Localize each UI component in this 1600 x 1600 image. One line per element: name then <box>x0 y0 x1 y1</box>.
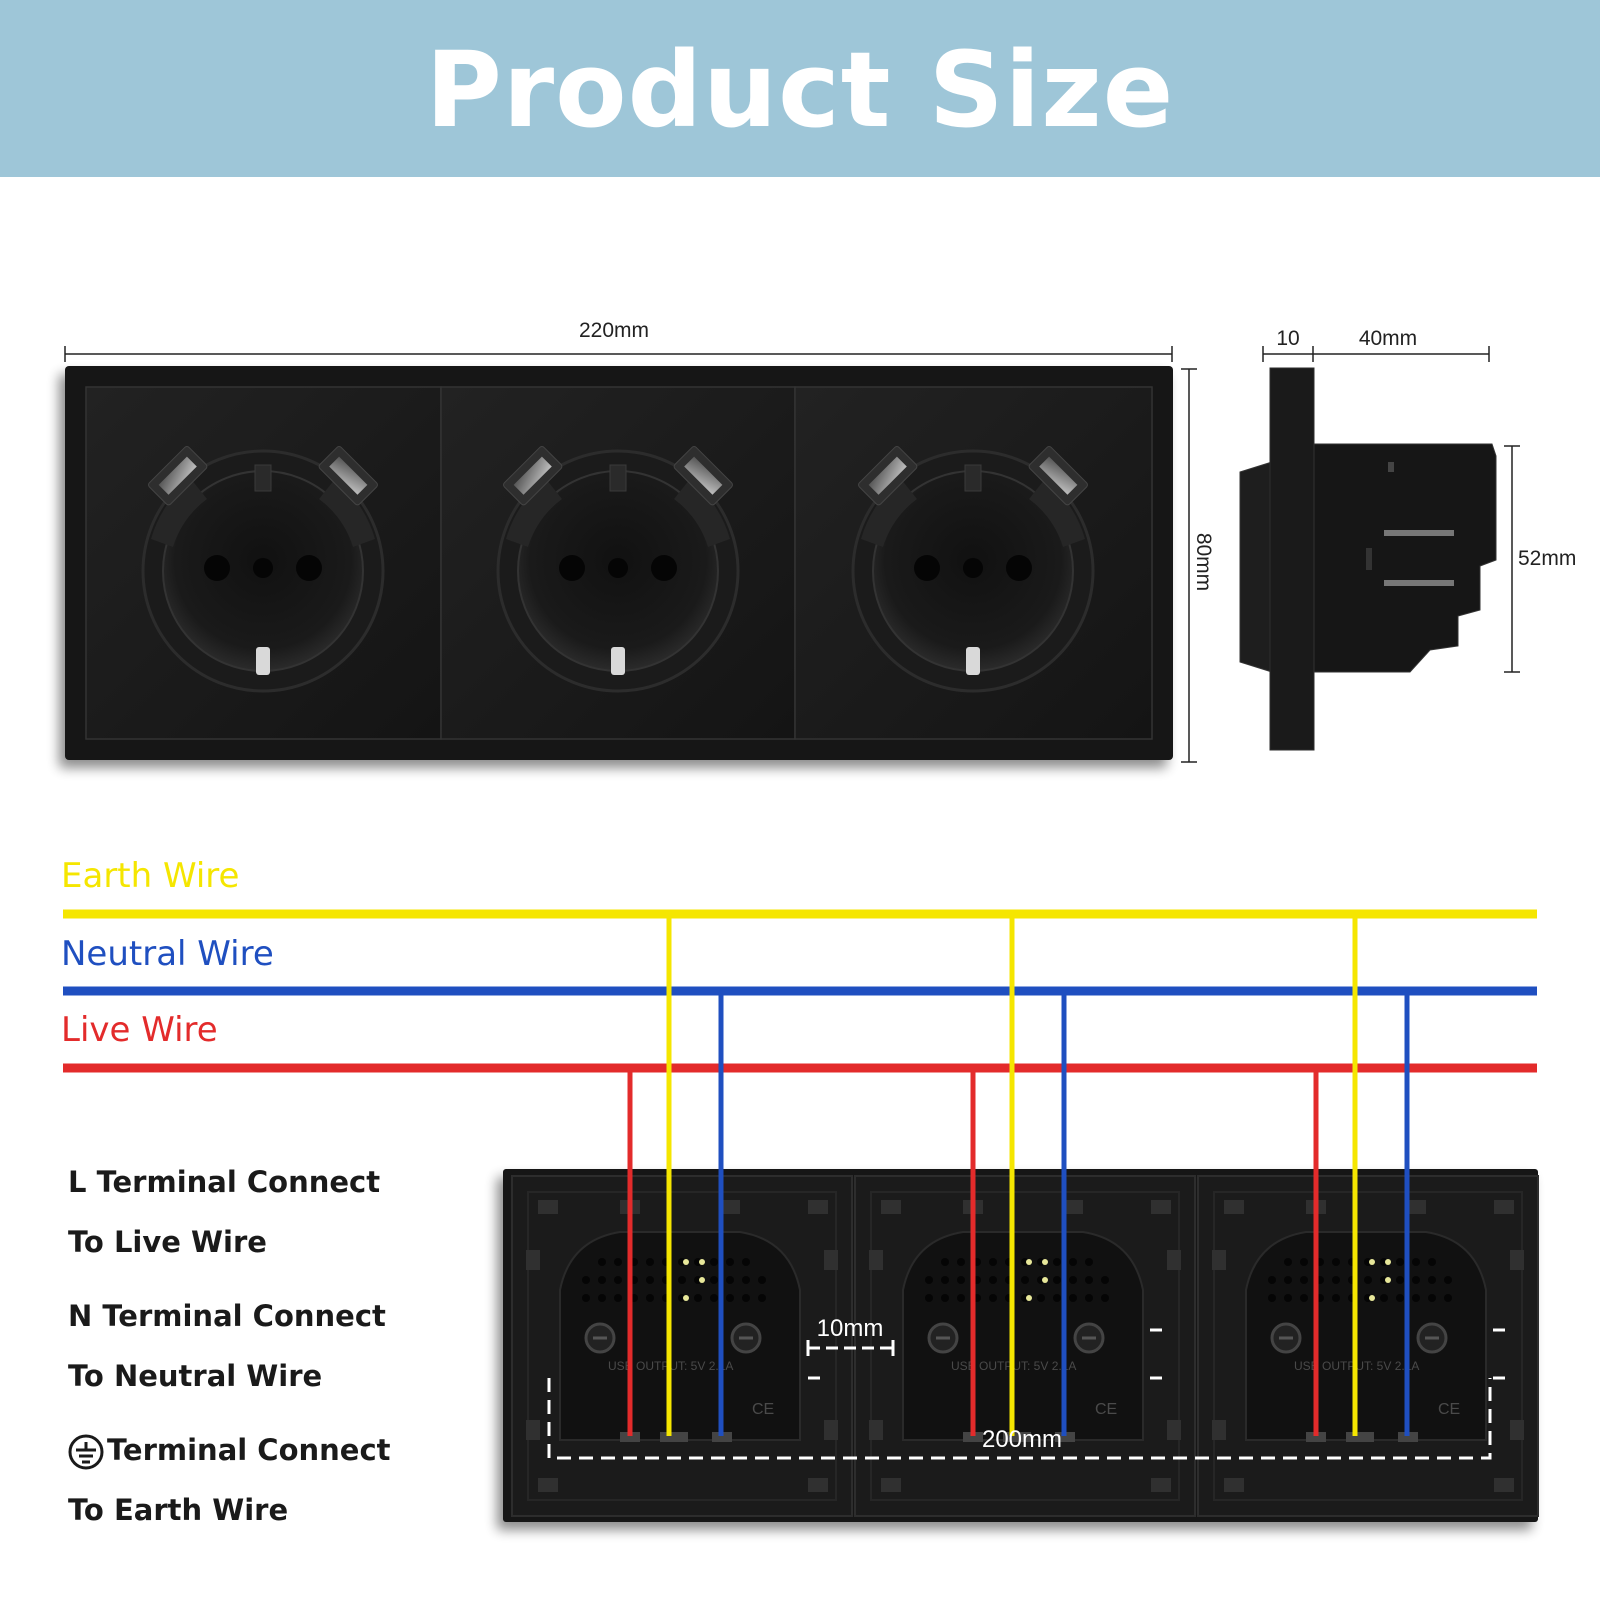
body-depth-label: 40mm <box>1359 327 1417 350</box>
ce-mark-3: CE <box>1438 1401 1460 1418</box>
back-module-1 <box>511 1175 853 1517</box>
body-height-dimension: 52mm <box>1504 445 1576 673</box>
earth-wire-label: Earth Wire <box>61 856 240 896</box>
body-height-label: 52mm <box>1518 547 1576 570</box>
earth-ground-icon <box>68 1434 104 1470</box>
drop-wires <box>627 914 1410 1436</box>
title-banner: Product Size <box>0 0 1600 177</box>
socket-1 <box>141 446 385 693</box>
back-dimensions: 10mm 200mm <box>547 1315 1505 1460</box>
plate-depth-label: 10 <box>1276 327 1299 350</box>
socket-3 <box>851 443 1095 693</box>
gap-label: 10mm <box>817 1315 884 1342</box>
e-terminal-line2: To Earth Wire <box>68 1493 289 1527</box>
wire-buses <box>63 909 1537 1073</box>
back-module-3 <box>1196 1174 1540 1518</box>
e-terminal-line1: Terminal Connect <box>107 1433 391 1467</box>
l-terminal-line2: To Live Wire <box>68 1225 267 1259</box>
width-dimension: 220mm <box>64 319 1173 362</box>
n-terminal-line2: To Neutral Wire <box>68 1359 323 1393</box>
back-printed-labels: USB OUTPUT: 5V 2.1A USB OUTPUT: 5V 2.1A … <box>608 1359 1460 1418</box>
neutral-wire-label: Neutral Wire <box>61 934 274 974</box>
ce-mark-1: CE <box>752 1401 774 1418</box>
side-view <box>1239 367 1497 751</box>
live-wire-label: Live Wire <box>61 1010 218 1050</box>
height-label: 80mm <box>1192 533 1215 591</box>
page-title: Product Size <box>425 29 1175 151</box>
n-terminal-line1: N Terminal Connect <box>68 1299 386 1333</box>
span-label: 200mm <box>982 1426 1062 1453</box>
back-module-2 <box>853 1174 1197 1518</box>
l-terminal-line1: L Terminal Connect <box>68 1165 381 1199</box>
ce-mark-2: CE <box>1095 1401 1117 1418</box>
depth-dimension: 10 40mm <box>1262 327 1490 362</box>
width-label: 220mm <box>579 319 649 342</box>
socket-2 <box>496 443 740 693</box>
height-dimension: 80mm <box>1181 368 1215 763</box>
